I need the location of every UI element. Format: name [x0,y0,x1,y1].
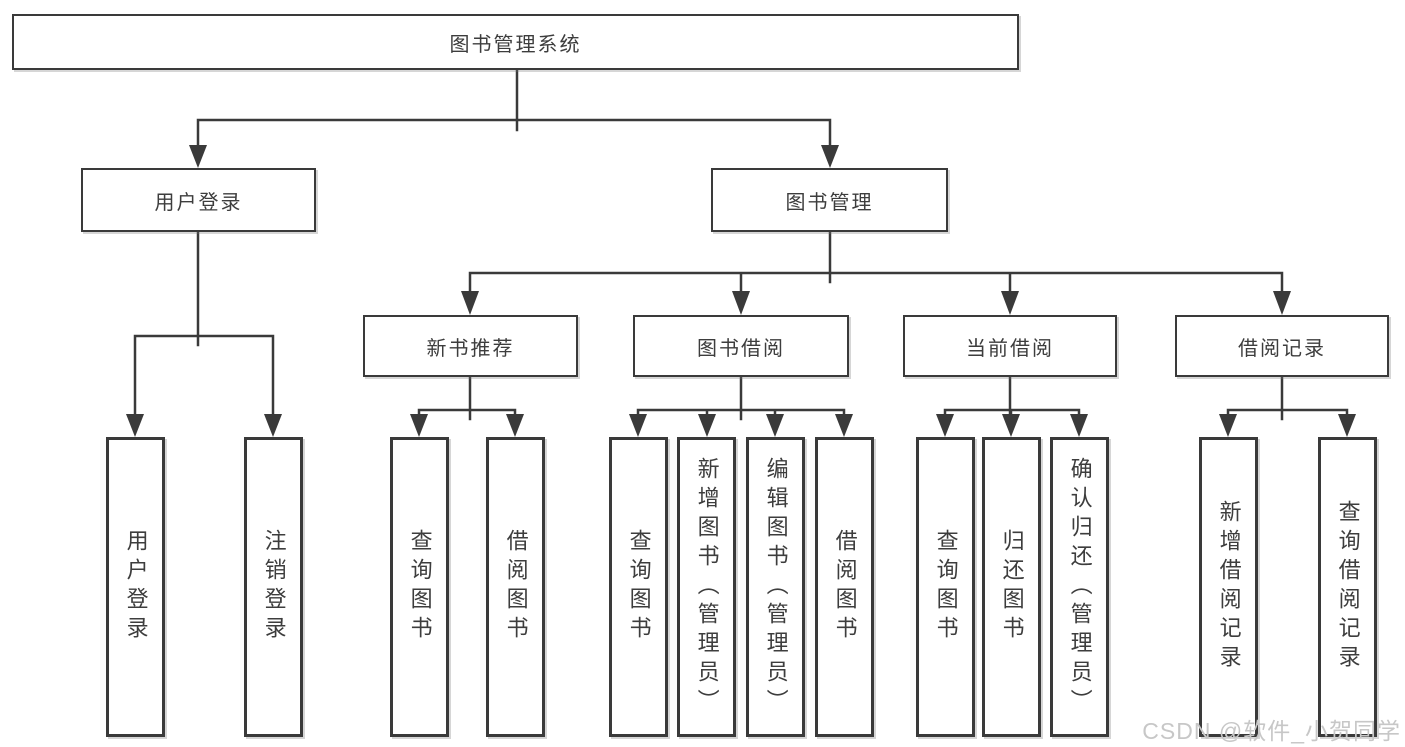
node-label: 借阅图书 [832,529,858,645]
node-book-borrowing: 图书借阅 [633,315,849,377]
leaf-borrow-books-borrowing: 借阅图书 [815,437,874,737]
node-label: 图书管理 [785,191,874,214]
node-label: 图书管理系统 [449,33,582,56]
csdn-watermark: CSDN @软件_小贺同学 [1142,718,1401,744]
node-label: 借阅记录 [1238,337,1326,360]
node-label: 归还图书 [999,529,1025,645]
node-label: 注销登录 [261,529,287,645]
node-book-management-branch: 图书管理 [711,168,948,232]
node-label: 用户登录 [154,191,243,214]
node-label: 新增借阅记录 [1216,500,1242,674]
leaf-query-books-borrowing: 查询图书 [609,437,668,737]
node-library-management-system: 图书管理系统 [12,14,1019,70]
leaf-return-books: 归还图书 [982,437,1041,737]
leaf-add-borrow-record: 新增借阅记录 [1199,437,1258,737]
node-new-book-recommendation: 新书推荐 [363,315,578,377]
leaf-query-borrow-record: 查询借阅记录 [1318,437,1377,737]
node-label: 查询图书 [933,529,959,645]
leaf-query-books-current: 查询图书 [916,437,975,737]
leaf-query-books-recommend: 查询图书 [390,437,449,737]
node-label: 新增图书（管理员） [694,456,720,718]
node-user-login-branch: 用户登录 [81,168,316,232]
leaf-user-login: 用户登录 [106,437,165,737]
leaf-borrow-books-recommend: 借阅图书 [486,437,545,737]
node-label: 借阅图书 [503,529,529,645]
node-label: 图书借阅 [697,337,785,360]
node-label: 确认归还（管理员） [1067,456,1093,718]
node-label: 查询借阅记录 [1335,500,1361,674]
arrowhead-icons [126,145,1356,437]
leaf-confirm-return-admin: 确认归还（管理员） [1050,437,1109,737]
node-label: 查询图书 [626,529,652,645]
node-label: 编辑图书（管理员） [763,456,789,718]
node-label: 当前借阅 [966,337,1054,360]
leaf-logout: 注销登录 [244,437,303,737]
node-label: 用户登录 [123,529,149,645]
node-label: 查询图书 [407,529,433,645]
leaf-edit-books-admin: 编辑图书（管理员） [746,437,805,737]
node-label: 新书推荐 [426,337,515,360]
node-borrowing-records: 借阅记录 [1175,315,1389,377]
node-current-borrowing: 当前借阅 [903,315,1117,377]
leaf-add-books-admin: 新增图书（管理员） [677,437,736,737]
